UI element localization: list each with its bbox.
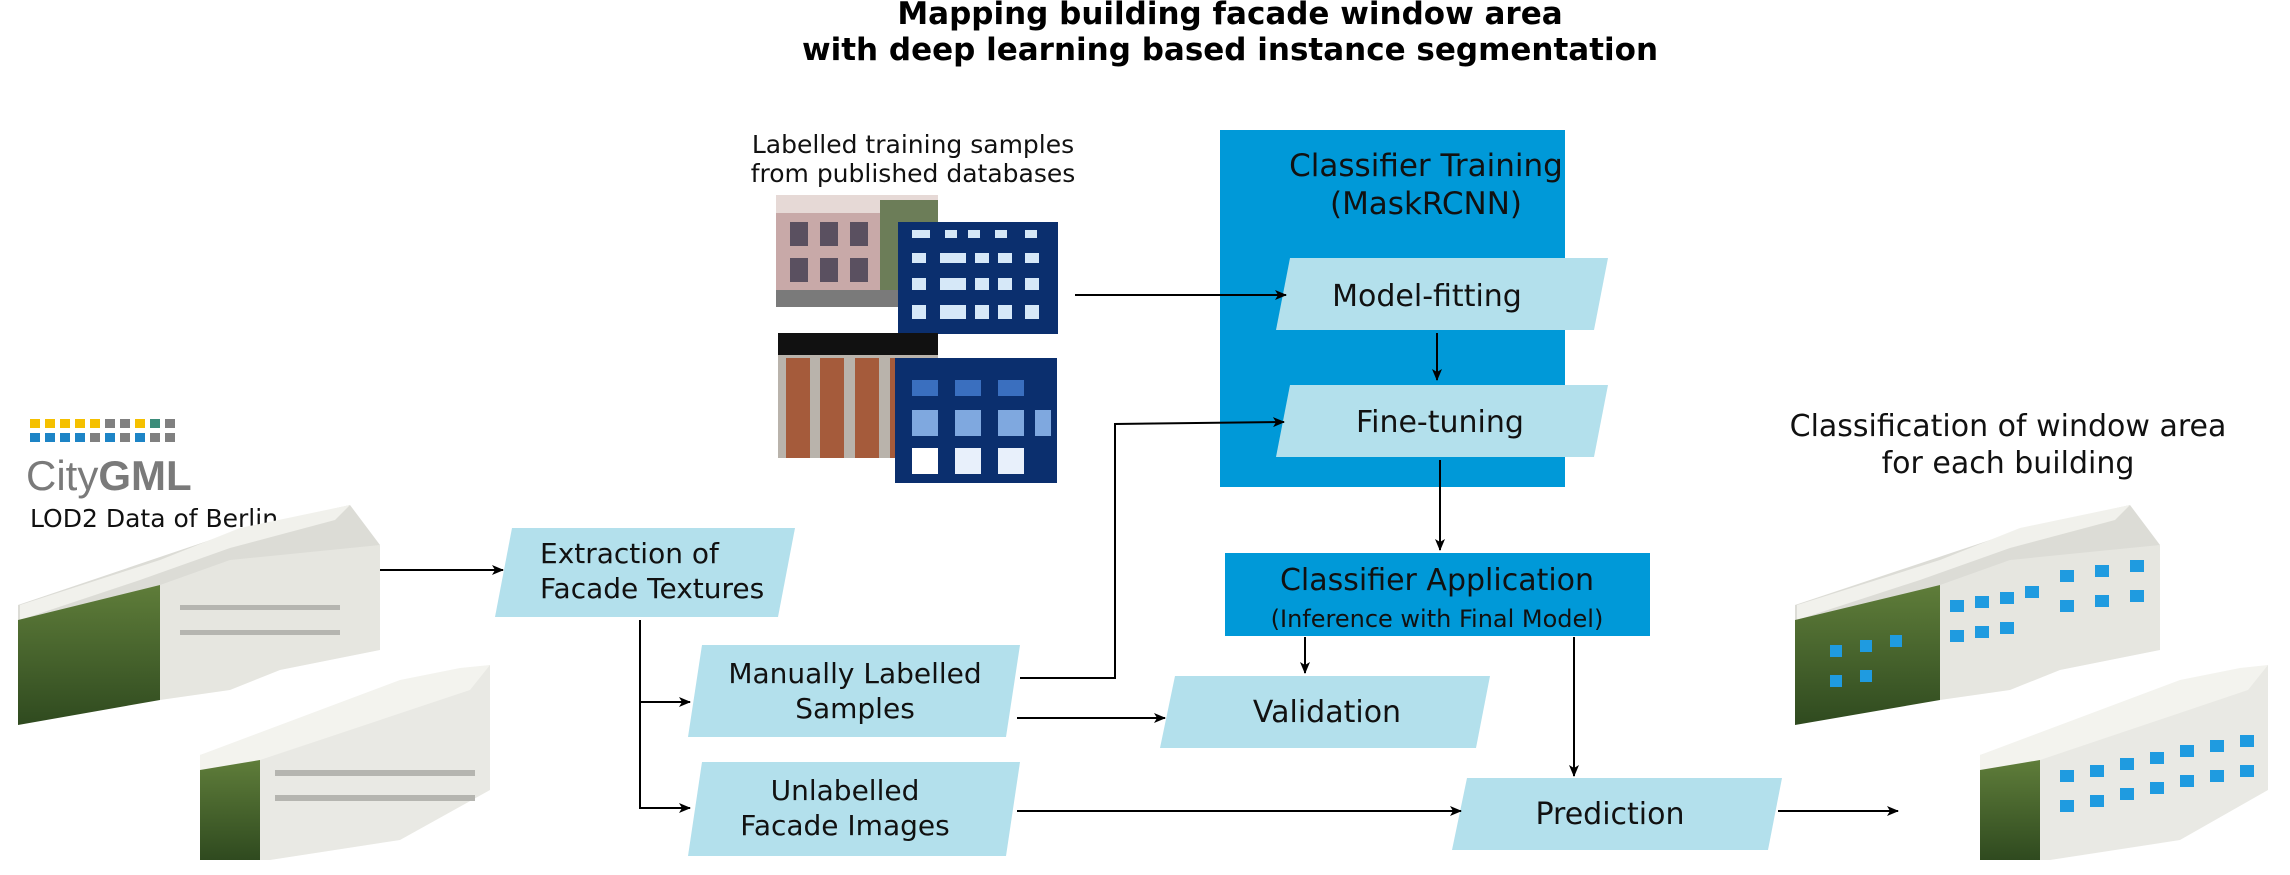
arrow-extraction-to-unlabelled xyxy=(639,700,691,813)
classifier-application-panel xyxy=(1225,553,1650,636)
unlabelled-images-label-2: Facade Images xyxy=(740,809,949,842)
classifier-training-subtitle: (MaskRCNN) xyxy=(1330,186,1522,222)
svg-text:CityGML: CityGML xyxy=(26,452,192,499)
classifier-application-title: Classifier Application xyxy=(1280,563,1594,598)
validation-box xyxy=(1160,676,1490,748)
unlabelled-images-label-1: Unlabelled xyxy=(771,774,920,807)
classified-building-model xyxy=(1795,505,2268,860)
extraction-box xyxy=(495,528,795,617)
training-mask-1 xyxy=(898,222,1058,334)
arrow-extraction-to-manual xyxy=(639,620,691,707)
title-line-1: Mapping building facade window area xyxy=(897,0,1562,32)
prediction-box xyxy=(1452,778,1782,850)
result-label-1: Classification of window area xyxy=(1790,409,2227,444)
arrow-manual-to-fine-tuning xyxy=(1020,417,1285,679)
manual-samples-box xyxy=(688,645,1020,737)
result-label-2: for each building xyxy=(1882,446,2135,481)
citygml-logo-bold: GML xyxy=(98,452,191,499)
extraction-label-1: Extraction of xyxy=(540,537,720,570)
manual-samples-label-1: Manually Labelled xyxy=(728,657,981,690)
training-mask-2 xyxy=(895,358,1057,483)
fine-tuning-box xyxy=(1276,385,1608,457)
extraction-label-2: Facade Textures xyxy=(540,572,764,605)
model-fitting-box xyxy=(1276,258,1608,330)
title-line-2: with deep learning based instance segmen… xyxy=(802,32,1658,68)
classifier-application-subtitle: (Inference with Final Model) xyxy=(1271,605,1604,633)
prediction-label: Prediction xyxy=(1535,797,1684,832)
training-samples-label-1: Labelled training samples xyxy=(752,130,1074,159)
citygml-caption: LOD2 Data of Berlin xyxy=(30,504,278,533)
input-building-model xyxy=(18,505,490,860)
training-samples-label-2: from published databases xyxy=(751,159,1076,188)
model-fitting-label: Model-fitting xyxy=(1332,279,1522,314)
unlabelled-images-box xyxy=(688,762,1020,856)
citygml-logo: CityGML xyxy=(26,419,192,499)
classifier-training-title: Classifier Training xyxy=(1289,148,1563,184)
fine-tuning-label: Fine-tuning xyxy=(1356,405,1524,440)
validation-label: Validation xyxy=(1253,695,1401,730)
citygml-logo-prefix: City xyxy=(26,452,98,499)
manual-samples-label-2: Samples xyxy=(795,692,915,725)
